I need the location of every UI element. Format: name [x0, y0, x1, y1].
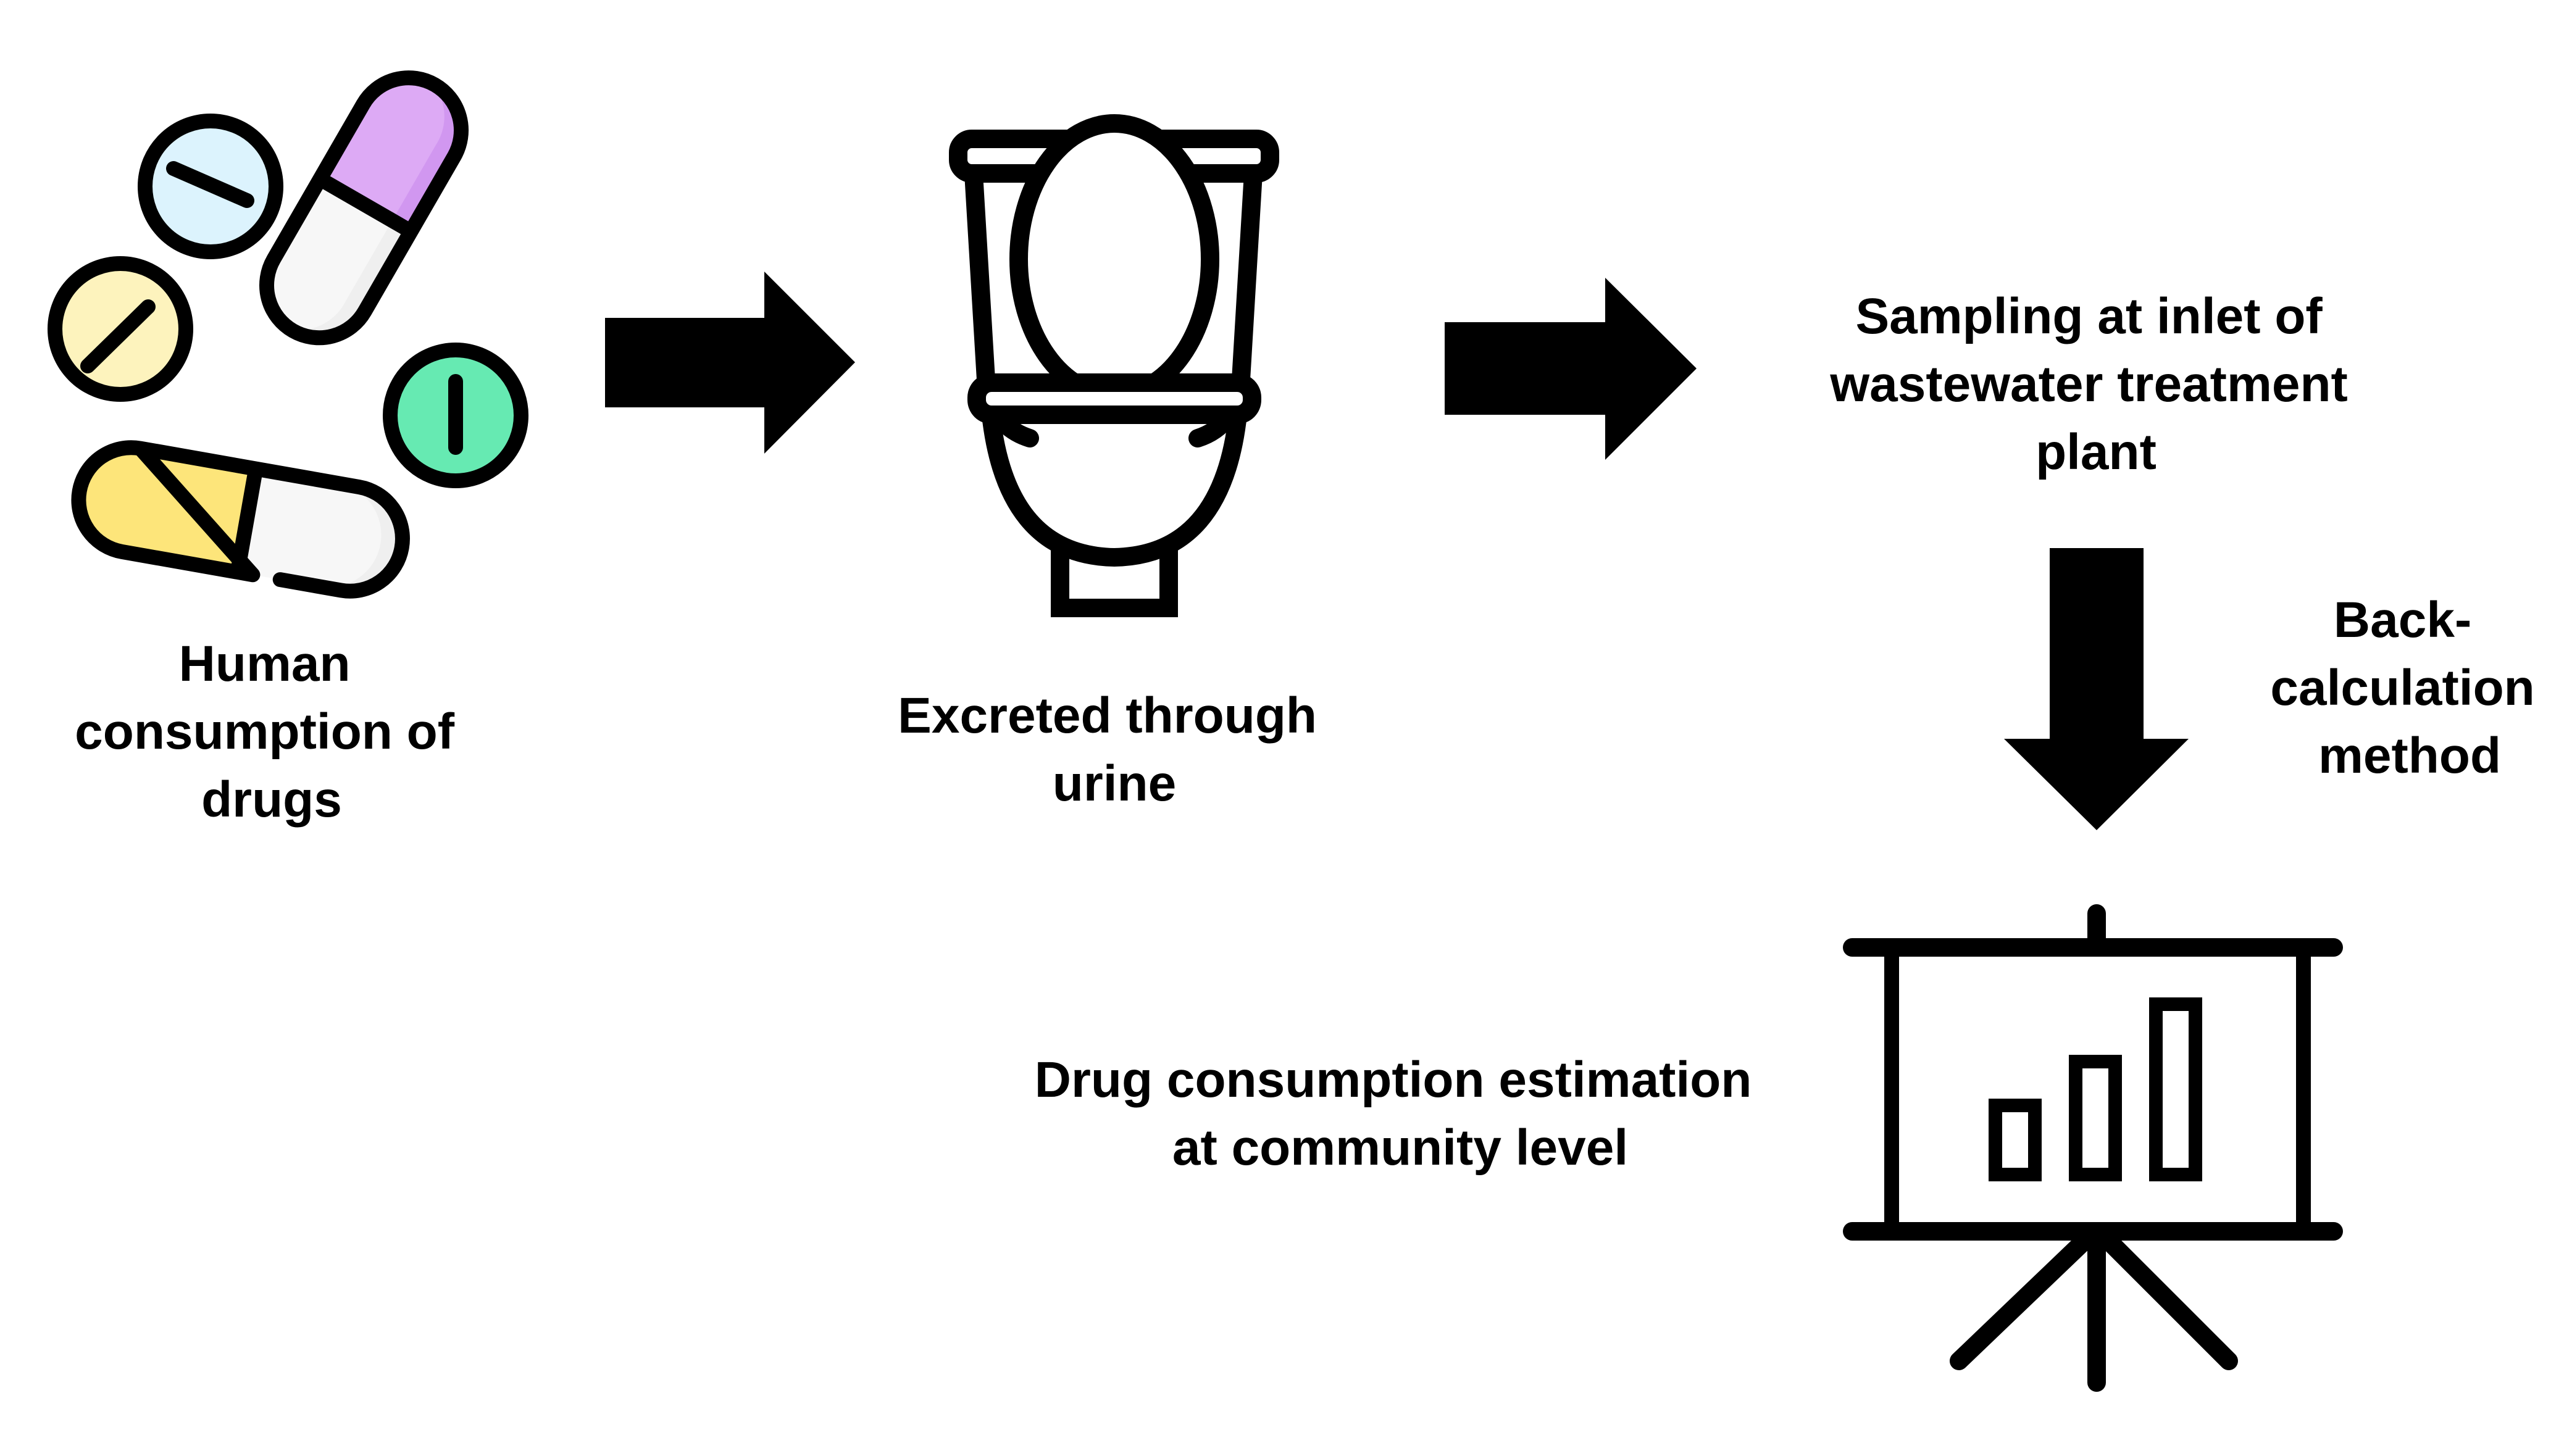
excretion-label-line: urine	[1053, 755, 1176, 812]
consumption-label-line: drugs	[201, 772, 342, 828]
blue-tablet	[138, 114, 283, 259]
estimation-label: Drug consumption estimation at community…	[1035, 1052, 1766, 1176]
yellow-capsule-seam	[230, 467, 264, 574]
green-tablet	[383, 343, 528, 488]
consumption-label-line: consumption of	[75, 704, 455, 760]
yellow-capsule-body	[237, 468, 403, 591]
arrow-right-icon	[1445, 278, 1697, 460]
purple-capsule-outline	[259, 70, 469, 346]
back-calculation-label-line: calculation	[2270, 660, 2534, 716]
board-bar-small	[1989, 1099, 2042, 1181]
board-bar-tall	[2149, 997, 2202, 1181]
back-calculation-label: Back- calculation method	[2270, 592, 2549, 784]
sampling-label-line: wastewater treatment	[1829, 356, 2348, 412]
purple-capsule-seam	[316, 172, 415, 238]
toilet-bowl	[982, 406, 1247, 567]
excretion-label-line: Excreted through	[898, 688, 1317, 744]
consumption-label: Human consumption of drugs	[75, 636, 469, 828]
pills-icon	[48, 70, 528, 599]
purple-capsule-body-shade	[300, 220, 411, 335]
board-bar-medium	[2069, 1055, 2122, 1181]
yellow-capsule-cap	[78, 447, 256, 572]
consumption-label-line: Human	[179, 636, 351, 692]
estimation-label-line: Drug consumption estimation	[1035, 1052, 1752, 1108]
purple-capsule-shade	[392, 91, 459, 231]
toilet-lid	[1009, 114, 1219, 404]
arrow-down-icon	[2004, 548, 2189, 830]
presentation-chart-icon	[1843, 904, 2343, 1392]
toilet-seat	[967, 373, 1261, 424]
back-calculation-label-line: Back-	[2334, 592, 2471, 648]
board-left-leg	[1950, 1226, 2099, 1370]
sampling-label-line: Sampling at inlet of	[1855, 288, 2323, 344]
yellow-capsule-body-shade	[319, 483, 403, 591]
yellow-tablet	[48, 256, 193, 402]
arrow-right-icon	[605, 272, 855, 454]
back-calculation-label-line: method	[2318, 728, 2501, 784]
toilet-icon	[949, 114, 1279, 617]
sampling-label: Sampling at inlet of wastewater treatmen…	[1829, 288, 2361, 480]
toilet-pedestal	[1051, 549, 1178, 617]
yellow-tablet-score	[80, 299, 156, 373]
board-right-leg	[2094, 1226, 2238, 1370]
blue-tablet-score	[166, 161, 254, 208]
estimation-label-line: at community level	[1172, 1120, 1628, 1176]
yellow-capsule-outline	[71, 440, 410, 599]
yellow-capsule	[71, 440, 410, 599]
sampling-label-line: plant	[2035, 424, 2157, 480]
purple-capsule	[259, 70, 469, 346]
excretion-label: Excreted through urine	[898, 688, 1331, 812]
